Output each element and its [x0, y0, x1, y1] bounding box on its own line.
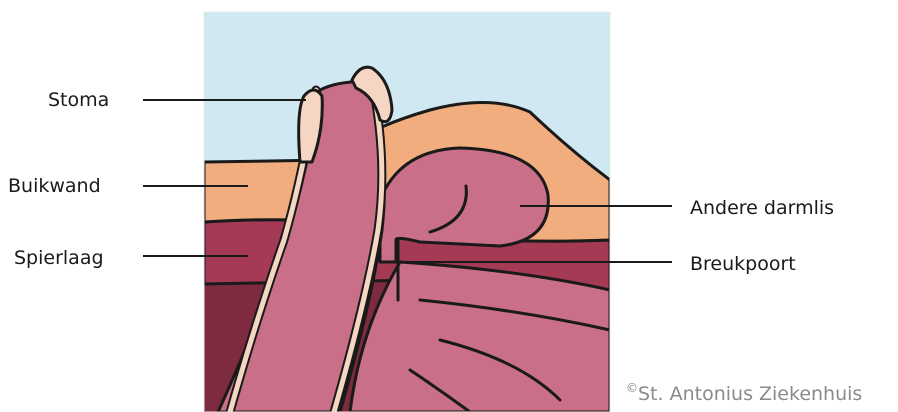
label-breukpoort: Breukpoort — [690, 253, 796, 275]
credit-line: ©St. Antonius Ziekenhuis — [626, 381, 862, 405]
label-buikwand: Buikwand — [8, 175, 101, 197]
label-andere-darmlis: Andere darmlis — [690, 197, 834, 219]
anatomy-panel — [204, 12, 610, 412]
label-spierlaag: Spierlaag — [14, 247, 104, 269]
credit-text: St. Antonius Ziekenhuis — [638, 383, 862, 405]
label-stoma: Stoma — [48, 89, 109, 111]
lower-bowel-loops — [350, 262, 610, 412]
copyright-symbol: © — [626, 381, 638, 395]
